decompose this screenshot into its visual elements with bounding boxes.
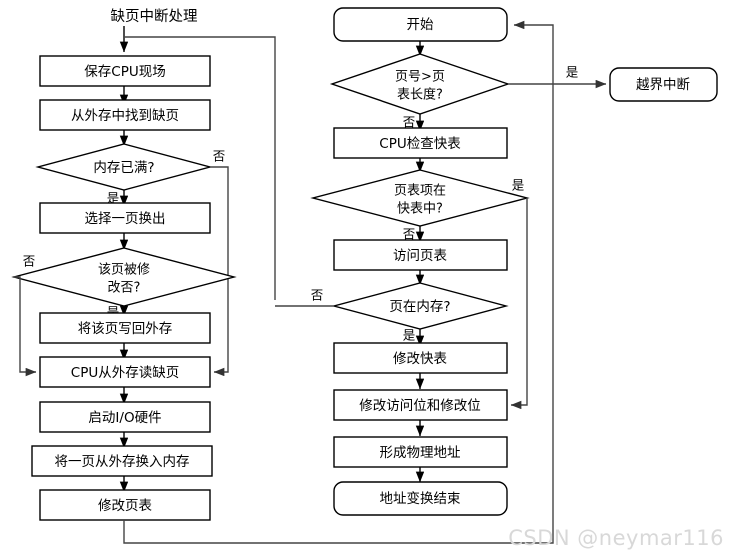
node-select-page-out[interactable]: 选择一页换出 <box>39 202 211 234</box>
edge-label-tlb-yes: 是 <box>512 178 525 193</box>
edge-entry-in-tlb-yes <box>510 198 528 410</box>
edge-label-modified-no: 否 <box>23 254 36 269</box>
edge-label-mem-full-no: 否 <box>213 149 226 164</box>
node-out-of-bounds[interactable]: 越界中断 <box>609 67 718 102</box>
node-swap-in[interactable]: 将一页从外存换入内存 <box>31 445 213 477</box>
node-cpu-check-tlb-label: CPU检查快表 <box>379 136 461 152</box>
edge-label-pageno-yes: 是 <box>566 65 579 80</box>
edge-label-page-in-mem-no: 否 <box>311 288 324 303</box>
node-entry-in-tlb[interactable]: 页表项在 快表中? <box>310 169 530 227</box>
edge-mem-full-no <box>210 166 229 377</box>
node-save-cpu[interactable]: 保存CPU现场 <box>39 55 211 87</box>
node-select-page-out-label: 选择一页换出 <box>85 211 166 227</box>
node-start-label: 开始 <box>407 17 434 33</box>
node-access-pagetable[interactable]: 访问页表 <box>333 239 508 271</box>
node-update-pagetable-label: 修改页表 <box>98 498 152 514</box>
left-flow-title: 缺页中断处理 <box>111 8 198 25</box>
node-cpu-read-page-label: CPU从外存读缺页 <box>71 365 179 381</box>
node-cpu-read-page[interactable]: CPU从外存读缺页 <box>39 356 211 388</box>
node-pageno-gt-len-label-line1: 页号>页 <box>395 70 445 85</box>
node-pageno-gt-len-label-line2: 表长度? <box>397 87 443 103</box>
node-form-address[interactable]: 形成物理地址 <box>333 436 508 468</box>
node-entry-in-tlb-label-line2: 快表中? <box>397 202 443 217</box>
node-mem-full-label: 内存已满? <box>93 160 154 176</box>
edge-label-tlb-no: 否 <box>403 227 416 242</box>
edge-page-in-mem-no-to-fault-handler <box>124 36 276 300</box>
node-start[interactable]: 开始 <box>333 7 508 42</box>
node-page-modified[interactable]: 该页被修 改否? <box>11 247 237 307</box>
node-end-label: 地址变换结束 <box>380 491 461 507</box>
node-page-modified-label-line1: 该页被修 <box>98 263 150 278</box>
edge-label-page-in-mem-yes: 是 <box>403 328 416 343</box>
node-swap-in-label: 将一页从外存换入内存 <box>55 454 190 470</box>
node-mem-full[interactable]: 内存已满? <box>35 143 213 191</box>
node-page-in-mem[interactable]: 页在内存? <box>331 282 509 330</box>
node-update-bits-label: 修改访问位和修改位 <box>359 398 481 414</box>
node-update-pagetable[interactable]: 修改页表 <box>39 489 211 521</box>
node-out-of-bounds-label: 越界中断 <box>636 77 690 93</box>
node-update-bits[interactable]: 修改访问位和修改位 <box>333 389 508 421</box>
node-access-pagetable-label: 访问页表 <box>393 248 447 264</box>
node-cpu-check-tlb[interactable]: CPU检查快表 <box>333 127 508 159</box>
node-page-in-mem-label: 页在内存? <box>389 299 450 315</box>
node-end[interactable]: 地址变换结束 <box>333 481 508 516</box>
node-write-back[interactable]: 将该页写回外存 <box>39 312 211 344</box>
node-start-io[interactable]: 启动I/O硬件 <box>39 401 211 433</box>
edge-page-modified-no <box>14 276 37 377</box>
node-find-page[interactable]: 从外存中找到缺页 <box>39 99 211 131</box>
node-entry-in-tlb-label-line1: 页表项在 <box>394 184 446 199</box>
node-start-io-label: 启动I/O硬件 <box>88 410 161 426</box>
node-save-cpu-label: 保存CPU现场 <box>84 64 165 80</box>
edge-label-mem-full-yes: 是 <box>107 191 120 206</box>
watermark: CSDN @neymar116 <box>508 526 724 550</box>
node-update-tlb[interactable]: 修改快表 <box>333 342 508 374</box>
edge-label-pageno-no: 否 <box>403 115 416 130</box>
node-form-address-label: 形成物理地址 <box>380 445 461 461</box>
node-find-page-label: 从外存中找到缺页 <box>71 108 179 124</box>
node-page-modified-label-line2: 改否? <box>108 281 141 296</box>
node-write-back-label: 将该页写回外存 <box>78 321 173 337</box>
node-update-tlb-label: 修改快表 <box>393 351 447 367</box>
edge-update-pagetable-to-start <box>123 20 554 544</box>
node-pageno-gt-len[interactable]: 页号>页 表长度? <box>329 53 511 115</box>
